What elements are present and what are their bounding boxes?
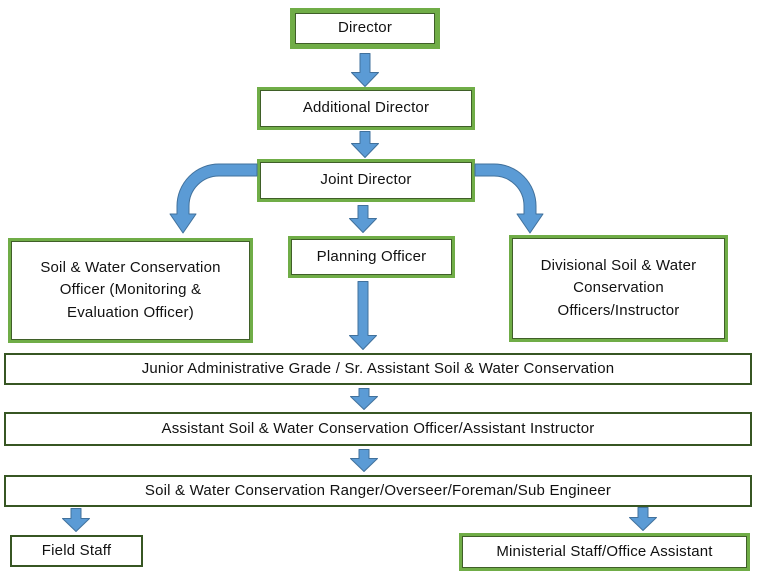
node-label: Divisional Soil & Water Conservation Off… [540,256,697,319]
node-joint-director: Joint Director [257,159,475,202]
node-label: Director [337,19,393,37]
node-assistant-swc-officer: Assistant Soil & Water Conservation Offi… [4,412,752,446]
node-label: Junior Administrative Grade / Sr. Assist… [141,359,615,377]
arrow-joint-director-to-planning-officer-icon [349,205,377,233]
node-ministerial-staff: Ministerial Staff/Office Assistant [459,533,750,571]
node-label: Joint Director [320,171,412,189]
node-label: Soil & Water Conservation Ranger/Oversee… [144,481,612,499]
node-swc-ranger: Soil & Water Conservation Ranger/Oversee… [4,475,752,507]
arrow-planning-officer-to-junior-admin-grade-icon [349,281,377,350]
node-director: Director [290,8,440,49]
arrow-joint-director-to-divisional-swc-officers-icon [474,163,544,234]
node-label: Planning Officer [316,247,427,265]
node-label: Field Staff [41,541,112,559]
node-divisional-swc-officers: Divisional Soil & Water Conservation Off… [509,235,728,342]
arrow-joint-director-to-swc-officer-monitoring-icon [169,163,258,234]
node-label: Assistant Soil & Water Conservation Offi… [161,419,595,437]
arrow-assistant-swc-officer-to-swc-ranger-icon [350,449,378,472]
arrow-swc-ranger-to-field-staff-icon [62,508,90,532]
node-label: Ministerial Staff/Office Assistant [496,542,713,560]
node-junior-admin-grade: Junior Administrative Grade / Sr. Assist… [4,353,752,385]
node-planning-officer: Planning Officer [288,236,455,278]
arrow-additional-director-to-joint-director-icon [351,131,379,158]
node-field-staff: Field Staff [10,535,143,567]
node-swc-officer-monitoring: Soil & Water Conservation Officer (Monit… [8,238,253,343]
arrow-swc-ranger-to-ministerial-staff-icon [629,507,657,531]
node-label: Soil & Water Conservation Officer (Monit… [40,258,221,321]
arrow-junior-admin-grade-to-assistant-swc-officer-icon [350,388,378,410]
node-additional-director: Additional Director [257,87,475,130]
arrow-director-to-additional-director-icon [351,53,379,87]
node-label: Additional Director [302,99,430,117]
